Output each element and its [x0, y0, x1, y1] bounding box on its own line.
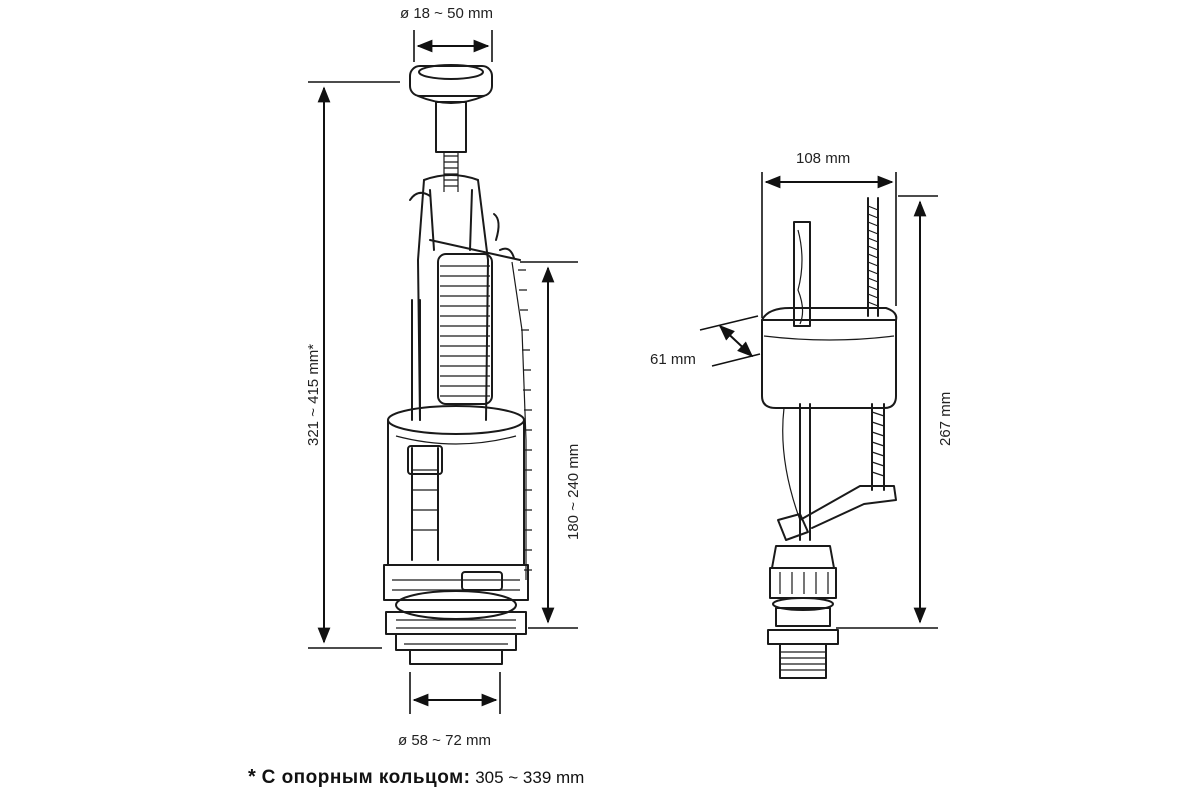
footnote-text: С опорным кольцом: — [255, 767, 471, 788]
dim-total-height: 321 ~ 415 mm* — [305, 81, 400, 649]
fill-valve-body — [767, 545, 839, 679]
lever-arm — [777, 407, 897, 541]
footnote: * С опорным кольцом: 305 ~ 339 mm — [248, 766, 584, 789]
push-button — [409, 64, 493, 192]
label-bottom-diameter: ø 58 ~ 72 mm — [398, 732, 491, 749]
label-total-height: 321 ~ 415 mm* — [305, 344, 322, 446]
label-height: 267 mm — [937, 392, 954, 446]
label-depth: 61 mm — [650, 351, 696, 368]
float-box — [761, 307, 898, 409]
label-width: 108 mm — [796, 150, 850, 167]
footnote-star: * — [248, 766, 256, 788]
threaded-rod — [867, 197, 885, 491]
label-adjust-height: 180 ~ 240 mm — [565, 444, 582, 540]
dim-depth: 61 mm — [650, 315, 761, 368]
fill-valve-drawing: 108 mm 61 mm 267 mm — [650, 150, 954, 679]
adjust-chain — [499, 247, 532, 580]
label-top-diameter: ø 18 ~ 50 mm — [400, 5, 493, 22]
dim-top-diameter: ø 18 ~ 50 mm — [400, 5, 493, 62]
dim-width: 108 mm — [761, 150, 897, 318]
footnote-value: 305 ~ 339 mm — [470, 768, 585, 787]
flush-valve-drawing: ø 18 ~ 50 mm 321 ~ 415 mm* 180 ~ 240 mm … — [305, 5, 582, 749]
dim-bottom-diameter: ø 58 ~ 72 mm — [398, 672, 501, 749]
valve-cage — [409, 174, 521, 421]
valve-body — [387, 405, 525, 566]
guide-rod — [793, 221, 811, 541]
valve-flange — [383, 564, 529, 665]
dim-height: 267 mm — [836, 195, 954, 629]
dim-adjust-height: 180 ~ 240 mm — [520, 261, 582, 629]
